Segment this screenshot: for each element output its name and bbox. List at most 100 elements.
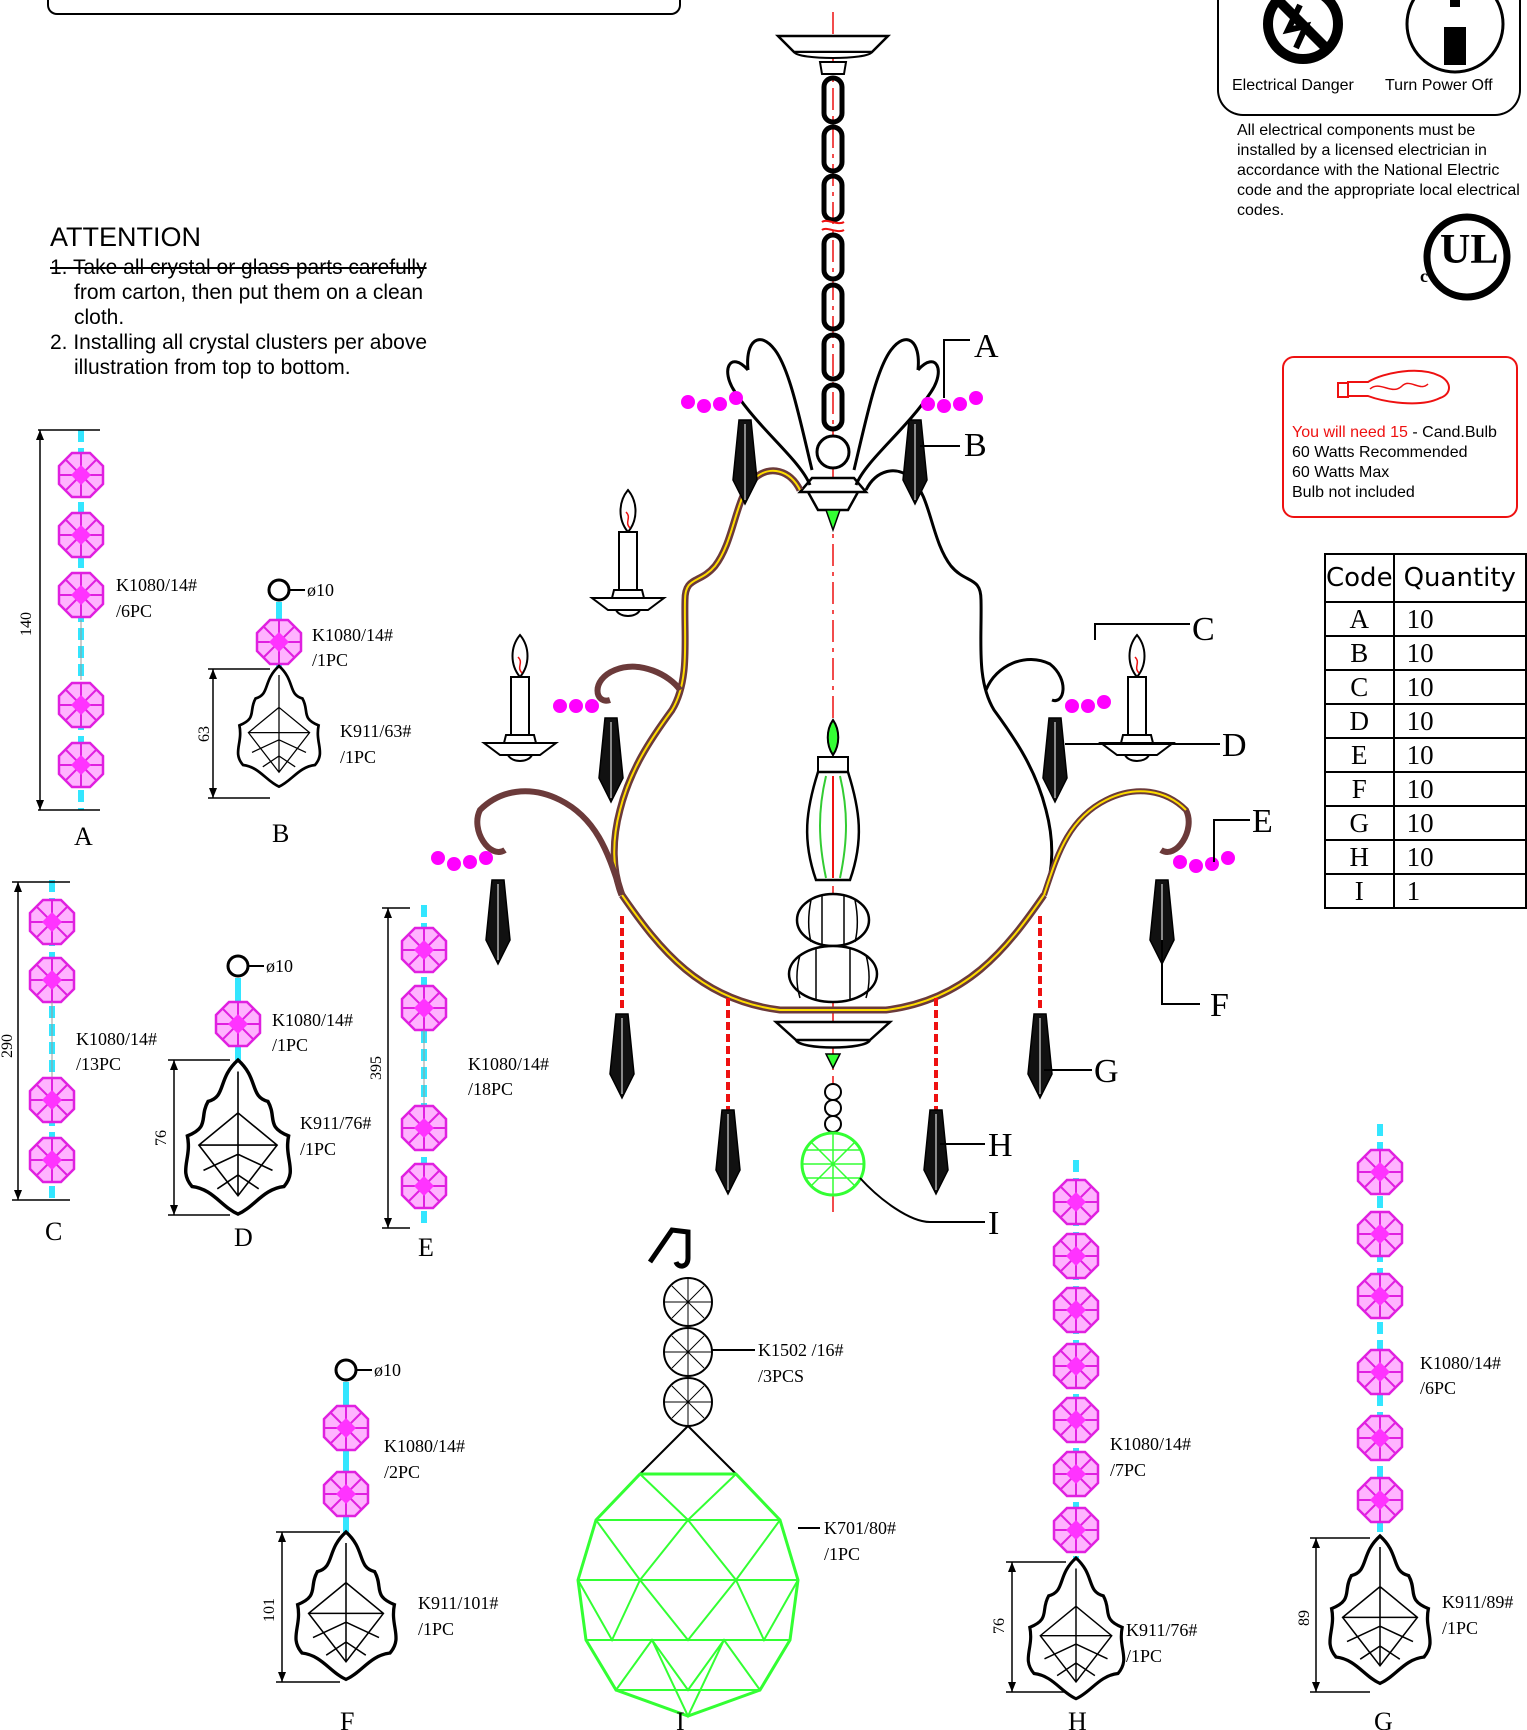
- svg-text:89: 89: [1296, 1610, 1313, 1626]
- electrical-danger-icon: [1263, 0, 1343, 64]
- svg-text:/3PCS: /3PCS: [758, 1366, 804, 1386]
- callout-I: I: [988, 1205, 999, 1242]
- bulb-need-line: You will need 15 - Cand.Bulb: [1292, 423, 1497, 443]
- svg-text:/1PC: /1PC: [418, 1619, 454, 1639]
- callout-E: E: [1252, 803, 1273, 840]
- attention-item-1: 1. Take all crystal or glass parts caref…: [50, 256, 427, 279]
- svg-text:K701/80#: K701/80#: [824, 1518, 896, 1538]
- attention-item-1-cont: from carton, then put them on a clean cl…: [74, 281, 424, 329]
- part-C-diagram: 290 K1080/14# /13PC C: [0, 880, 157, 1246]
- svg-text:F: F: [340, 1707, 354, 1730]
- svg-text:/1PC: /1PC: [824, 1544, 860, 1564]
- svg-text:K1080/14#: K1080/14#: [1110, 1434, 1191, 1454]
- svg-text:395: 395: [368, 1056, 385, 1080]
- ul-certification-icon: UL c: [1420, 213, 1511, 301]
- attention-item-2-cont: illustration from top to bottom.: [74, 356, 351, 379]
- bulb-count: You will need 15: [1292, 424, 1408, 441]
- callout-D: D: [1222, 727, 1247, 764]
- attention-item-2: 2. Installing all crystal clusters per a…: [50, 331, 428, 354]
- svg-text:101: 101: [261, 1598, 278, 1622]
- electrical-danger-label: Electrical Danger: [1232, 77, 1354, 94]
- svg-text:E: E: [418, 1233, 434, 1262]
- svg-text:/18PC: /18PC: [468, 1079, 513, 1099]
- bulb-wattage-max: 60 Watts Max: [1292, 464, 1390, 481]
- bulb-not-included: Bulb not included: [1292, 484, 1415, 501]
- svg-text:K1080/14#: K1080/14#: [312, 625, 393, 645]
- svg-text:A: A: [74, 822, 93, 851]
- svg-text:/7PC: /7PC: [1110, 1460, 1146, 1480]
- svg-text:K1080/14#: K1080/14#: [1420, 1353, 1501, 1373]
- power-off-label: Turn Power Off: [1385, 77, 1493, 94]
- svg-text:63: 63: [196, 726, 213, 742]
- part-G-diagram: 89 K1080/14# /6PC K911/89# /1PC G: [1296, 1124, 1513, 1730]
- svg-text:K911/89#: K911/89#: [1442, 1592, 1513, 1612]
- svg-text:/13PC: /13PC: [76, 1054, 121, 1074]
- svg-text:/1PC: /1PC: [1126, 1646, 1162, 1666]
- crystal-chain-mid-left: [553, 699, 624, 803]
- part-E-diagram: 395 K1080/14# /18PC E: [368, 905, 549, 1262]
- svg-text:/1PC: /1PC: [272, 1035, 308, 1055]
- svg-text:H: H: [1068, 1707, 1087, 1730]
- svg-text:/6PC: /6PC: [116, 601, 152, 621]
- part-I-diagram: K1502 /16# /3PCS K701/80# /1PC I: [576, 1227, 896, 1730]
- callout-A: A: [974, 328, 999, 365]
- power-off-icon: [1405, 0, 1505, 74]
- svg-text:I: I: [676, 1707, 685, 1730]
- svg-text:K1080/14#: K1080/14#: [468, 1054, 549, 1074]
- part-H-diagram: 76 K1080/14# /7PC K911/76# /1PC H: [991, 1160, 1197, 1730]
- svg-text:c: c: [1420, 266, 1428, 286]
- svg-text:/1PC: /1PC: [1442, 1618, 1478, 1638]
- svg-text:K1080/14#: K1080/14#: [76, 1029, 157, 1049]
- svg-text:K911/76#: K911/76#: [1126, 1620, 1197, 1640]
- table-header-code: Code: [1324, 553, 1395, 603]
- svg-text:/6PC: /6PC: [1420, 1378, 1456, 1398]
- svg-text:ø10: ø10: [307, 580, 334, 600]
- svg-text:76: 76: [991, 1618, 1008, 1634]
- bulb-requirement-box: [1282, 356, 1518, 518]
- callout-G: G: [1094, 1053, 1119, 1090]
- svg-text:K1080/14#: K1080/14#: [272, 1010, 353, 1030]
- svg-text:140: 140: [18, 612, 35, 636]
- chandelier-illustration: A B C D E F G H I: [431, 12, 1273, 1242]
- part-D-diagram: ø10 76 K1080/14# /1PC K911/76# /1PC D: [153, 954, 371, 1252]
- svg-text:ø10: ø10: [374, 1360, 401, 1380]
- callout-F: F: [1210, 987, 1229, 1024]
- svg-text:K1502 /16#: K1502 /16#: [758, 1340, 844, 1360]
- svg-text:D: D: [234, 1223, 253, 1252]
- svg-text:76: 76: [153, 1130, 170, 1146]
- svg-text:K911/76#: K911/76#: [300, 1113, 371, 1133]
- part-F-diagram: ø10 101 K1080/14# /2PC K911/101# /1PC F: [261, 1358, 498, 1730]
- svg-text:G: G: [1374, 1707, 1393, 1730]
- svg-text:K911/63#: K911/63#: [340, 721, 411, 741]
- svg-text:K1080/14#: K1080/14#: [116, 575, 197, 595]
- svg-text:K911/101#: K911/101#: [418, 1593, 498, 1613]
- svg-text:/2PC: /2PC: [384, 1462, 420, 1482]
- callout-H: H: [988, 1127, 1013, 1164]
- svg-text:B: B: [272, 819, 289, 848]
- candle-bulb-icon: [1337, 369, 1450, 405]
- bulb-wattage-recommended: 60 Watts Recommended: [1292, 444, 1468, 461]
- svg-text:/1PC: /1PC: [312, 650, 348, 670]
- svg-text:C: C: [45, 1217, 62, 1246]
- callout-B: B: [964, 427, 987, 464]
- table-header-quantity: Quantity: [1392, 553, 1527, 603]
- part-A-diagram: 140 K1080/14# /6PC A: [18, 429, 197, 851]
- crystal-chain-mid-right: [1042, 695, 1111, 803]
- top-note-frame: [47, 0, 681, 15]
- svg-text:290: 290: [0, 1034, 16, 1058]
- svg-text:/1PC: /1PC: [340, 747, 376, 767]
- electrical-note: All electrical components must be instal…: [1237, 122, 1520, 219]
- electrical-warning-box: [1217, 0, 1521, 116]
- bulb-type: - Cand.Bulb: [1407, 424, 1497, 441]
